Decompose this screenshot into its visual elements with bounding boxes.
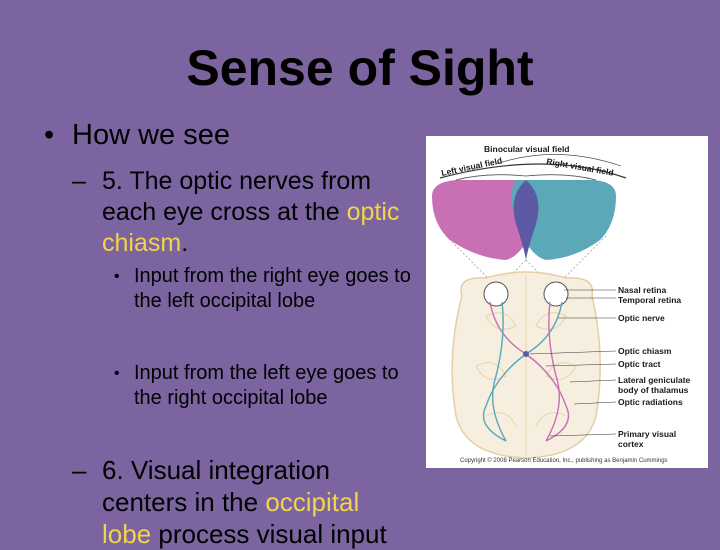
sub-bullet-right-eye: • Input from the right eye goes to the l… bbox=[114, 264, 414, 314]
bullet-how-we-see-text: How we see bbox=[72, 119, 230, 151]
label-lateral-geniculate: Lateral geniculate bbox=[618, 375, 691, 385]
sub-bullet-left-eye-text: Input from the left eye goes to the righ… bbox=[134, 362, 399, 409]
label-optic-nerve: Optic nerve bbox=[618, 313, 665, 323]
figure-copyright: Copyright © 2008 Pearson Education, Inc.… bbox=[460, 457, 668, 464]
label-optic-tract: Optic tract bbox=[618, 359, 661, 369]
item-5-number: 5. bbox=[102, 167, 123, 195]
item-6-text-a: Visual integration centers in the bbox=[102, 455, 330, 517]
label-primary-visual: Primary visual bbox=[618, 429, 676, 439]
item-6: – 6. Visual integration centers in the o… bbox=[72, 454, 412, 550]
label-body-of-thalamus: body of thalamus bbox=[618, 385, 689, 395]
bullet-dot: • bbox=[44, 119, 55, 151]
visual-pathway-figure: Binocular visual field Left visual field… bbox=[426, 136, 708, 468]
label-cortex: cortex bbox=[618, 439, 644, 449]
optic-chiasm-highlight: optic chiasm bbox=[102, 198, 400, 257]
item-5-text-b: . bbox=[181, 229, 189, 257]
binocular-overlap bbox=[513, 180, 539, 260]
item-6-text-b: process visual input bbox=[151, 519, 387, 549]
sub-bullet-right-eye-text: Input from the right eye goes to the lef… bbox=[134, 265, 411, 312]
visual-pathway-diagram: Binocular visual field Left visual field… bbox=[432, 144, 691, 464]
dash-marker: – bbox=[72, 167, 86, 195]
slide-title: Sense of Sight bbox=[186, 40, 534, 96]
item-5-text-a: The optic nerves from each eye cross at … bbox=[102, 167, 372, 226]
dash-marker: – bbox=[72, 455, 87, 485]
item-5: – 5. The optic nerves from each eye cros… bbox=[72, 166, 422, 259]
label-optic-radiations: Optic radiations bbox=[618, 397, 683, 407]
binocular-field-label: Binocular visual field bbox=[484, 144, 570, 154]
label-optic-chiasm: Optic chiasm bbox=[618, 346, 672, 356]
label-nasal-retina: Nasal retina bbox=[618, 285, 666, 295]
label-temporal-retina: Temporal retina bbox=[618, 295, 681, 305]
item-6-number: 6. bbox=[102, 455, 124, 485]
sub-bullet-dot: • bbox=[114, 365, 120, 382]
sub-bullet-dot: • bbox=[114, 268, 120, 285]
sub-bullet-left-eye: • Input from the left eye goes to the ri… bbox=[114, 361, 414, 411]
